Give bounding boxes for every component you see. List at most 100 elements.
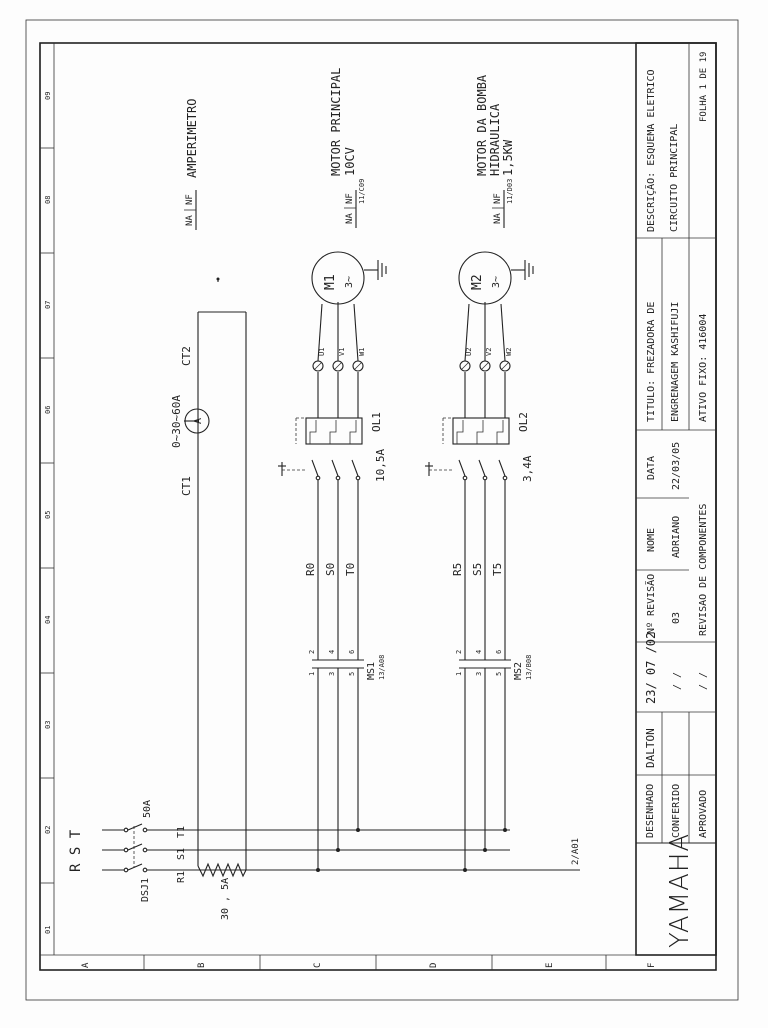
description-line2: CIRCUITO PRINCIPAL [669, 124, 680, 232]
contactor-ms2: 1 3 5 2 4 6 MS2 13/B08 [455, 648, 533, 680]
phase-label: R0 [304, 563, 317, 576]
row-label: B [197, 963, 207, 968]
drawing-title-line2: ENGRENAGEM KASHIFUJI [670, 302, 681, 422]
column-labels: 09 08 07 06 05 04 03 02 01 [44, 92, 52, 934]
column-label: 02 [44, 826, 52, 834]
ammeter-symbol [184, 408, 210, 434]
row-label: F [647, 963, 657, 968]
revision-name: ADRIANO [671, 516, 682, 558]
drawing-title-line1: TITULO: FREZADORA DE [646, 302, 657, 422]
overload-label: OL1 [370, 412, 383, 432]
drawn-by: DALTON [644, 728, 657, 768]
contactor-ref: 13/A08 [378, 655, 386, 680]
terminal-s1: S1 [176, 848, 187, 860]
description-line1: DESCRIÇÃO: ESQUEMA ELETRICO [644, 69, 657, 232]
sheet-number: FOLHA 1 DE 19 [699, 52, 709, 122]
row-label: D [429, 963, 439, 968]
shunt-resistor [197, 862, 247, 878]
continuation-ref: 2/A01 [571, 838, 581, 865]
main-supply: R S T DSJ1 50A T1 S1 R1 [68, 800, 581, 902]
breaker-dsj1: DSJ1 50A [102, 800, 153, 902]
row-labels: A B C D E F [81, 962, 657, 968]
column-label: 03 [44, 721, 52, 729]
column-label: 08 [44, 196, 52, 204]
revision-date: 22/03/05 [671, 442, 682, 490]
motor2-nf: NF [493, 193, 503, 204]
pin: 6 [348, 650, 356, 654]
supply-phases-label: R S T [68, 829, 84, 872]
motor-label: M2 [470, 274, 485, 290]
motor1-na: NA [345, 213, 355, 224]
contactor-ref: 13/B08 [525, 655, 533, 680]
brand-logo: YAMAHA [665, 833, 695, 948]
ammeter-range: 0~30~60A [170, 395, 183, 448]
label-aprovado: APROVADO [698, 790, 709, 838]
motor2-title-line2: HIDRAULICA [488, 103, 502, 176]
column-ticks [40, 147, 54, 884]
terminal-label: W1 [358, 348, 366, 356]
motor-label: M1 [323, 274, 338, 290]
nome-header: NOME [646, 528, 657, 552]
revision-number: 03 [671, 612, 682, 624]
pin: 5 [348, 672, 356, 676]
label-conferido: CONFERIDO [671, 784, 682, 838]
conferido-date: / / [672, 672, 683, 690]
title-block: DESENHADO CONFERIDO APROVADO DALTON 23/ … [635, 42, 717, 956]
aprovado-date: / / [698, 672, 709, 690]
contactor-ms1: 1 3 5 2 4 6 MS1 13/A08 [308, 648, 386, 680]
motor1-title: MOTOR PRINCIPAL [329, 68, 343, 176]
overload-setting: 10,5A [374, 449, 387, 482]
motor2-power: 1,5KW [501, 139, 515, 176]
row-label: E [545, 963, 555, 968]
row-label: A [81, 962, 91, 968]
pin: 5 [495, 672, 503, 676]
motor-phase: 3~ [491, 276, 502, 288]
overload-label: OL2 [517, 412, 530, 432]
phase-label: T0 [344, 563, 357, 576]
asset-number: ATIVO FIXO: 416004 [698, 314, 709, 422]
terminal-label: W2 [505, 348, 513, 356]
pin: 3 [475, 672, 483, 676]
terminal-label: V2 [485, 348, 493, 356]
row-ticks [143, 955, 607, 970]
column-label: 09 [44, 92, 52, 100]
revision-description: REVISAO DE COMPONENTES [698, 504, 709, 636]
column-label: 07 [44, 301, 52, 309]
ammeter-ct1: CT1 [180, 476, 193, 496]
ground-icon [364, 260, 387, 280]
motor-m2-symbol [458, 251, 512, 305]
ammeter-title: AMPERIMETRO [185, 99, 199, 178]
pin: 2 [308, 650, 316, 654]
motor2-branch: 1 3 5 2 4 6 MS2 13/B08 R5 S5 T5 [425, 74, 534, 870]
resistor-value: 30 , 5A [220, 878, 231, 920]
contactor-label: MS1 [366, 662, 377, 680]
column-label: 06 [44, 406, 52, 414]
ammeter-circuit: 30 , 5A A 0~30~60A CT1 CT2 NA NF AMPERIM… [170, 99, 247, 920]
drawn-date: 23/ 07 /02 [644, 632, 658, 704]
data-header: DATA [646, 456, 657, 480]
pin: 1 [308, 672, 316, 676]
motor1-power: 10CV [343, 147, 357, 176]
pin: 1 [455, 672, 463, 676]
terminal-t1: T1 [176, 826, 187, 838]
terminal-label: V1 [338, 348, 346, 356]
motor1-ref: 11/C09 [358, 179, 366, 204]
column-label: 01 [44, 926, 52, 934]
motor-phase: 3~ [344, 276, 355, 288]
column-label: 04 [44, 616, 52, 624]
terminal-label: U2 [465, 348, 473, 356]
revision-header: Nº REVISÃO [644, 574, 657, 634]
pin: 4 [475, 650, 483, 654]
motor-m1-symbol [311, 251, 365, 305]
row-label: C [313, 963, 323, 968]
ammeter-nf: NF [185, 194, 195, 205]
pin: 2 [455, 650, 463, 654]
label-desenhado: DESENHADO [645, 784, 656, 838]
sheet-border [25, 19, 739, 1001]
ammeter-letter: A [193, 418, 204, 424]
column-label: 05 [44, 511, 52, 519]
phase-label: T5 [491, 563, 504, 576]
phase-label: S5 [471, 563, 484, 576]
